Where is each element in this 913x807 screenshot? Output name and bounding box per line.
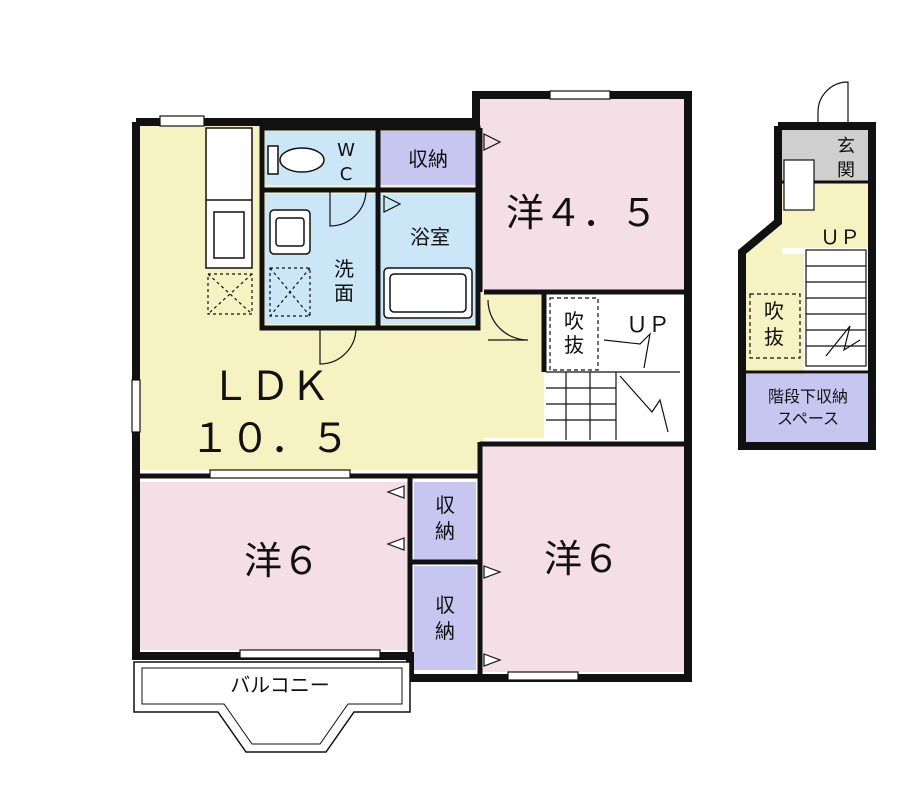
stair-area bbox=[544, 294, 680, 440]
storage-mid-1 bbox=[414, 482, 476, 560]
washer-space bbox=[269, 267, 311, 317]
entrance-label-1: 玄 bbox=[837, 136, 855, 157]
storage-top-label: 収納 bbox=[408, 147, 448, 171]
storage-mid-1-label-1: 収 bbox=[435, 493, 455, 517]
void-main-label-1: 吹 bbox=[564, 309, 584, 333]
balcony-inner bbox=[141, 667, 403, 745]
kitchen-counter bbox=[205, 127, 253, 269]
wash-basin bbox=[269, 209, 311, 255]
storage-mid-2-label-2: 納 bbox=[435, 619, 455, 643]
storage-mid-1-label-2: 納 bbox=[435, 519, 455, 543]
balcony-label: バルコニー bbox=[230, 673, 330, 697]
under-stair-storage-label-1: 階段下収納 bbox=[768, 387, 848, 406]
ldk-corridor bbox=[484, 288, 544, 438]
first-floor-void-label-1: 吹 bbox=[764, 299, 784, 323]
western-room-45 bbox=[480, 99, 684, 290]
toilet-fixture bbox=[267, 145, 325, 175]
bathtub bbox=[383, 267, 473, 319]
void-main-label-2: 抜 bbox=[564, 333, 584, 357]
door-swings bbox=[319, 133, 529, 365]
entrance-label-2: 関 bbox=[837, 160, 855, 181]
bath-label: 浴室 bbox=[410, 225, 450, 249]
washroom-label-2: 面 bbox=[334, 281, 354, 305]
storage-mid-2 bbox=[414, 566, 476, 670]
first-floor-walls bbox=[738, 122, 876, 450]
wc-label-2: C bbox=[340, 164, 353, 185]
western-room-6-left bbox=[140, 482, 408, 650]
main-staircase bbox=[546, 297, 680, 440]
wc-label-1: W bbox=[337, 140, 355, 161]
first-floor-stairs-label: ＵＰ bbox=[820, 225, 860, 249]
western-45-label: 洋４．５ bbox=[506, 191, 658, 235]
first-floor-void-label-2: 抜 bbox=[764, 325, 784, 349]
room-door-marks bbox=[386, 485, 502, 667]
fridge-space bbox=[207, 273, 253, 315]
stairs-main-label: ＵＰ bbox=[626, 313, 670, 338]
ldk-label-2: １０．５ bbox=[190, 416, 350, 462]
ldk-label-1: ＬＤＫ bbox=[210, 364, 330, 410]
first-floor-void bbox=[746, 254, 804, 374]
first-floor-details bbox=[742, 81, 872, 374]
washroom-label-1: 洗 bbox=[334, 257, 354, 281]
western-6-left-label: 洋６ bbox=[244, 539, 320, 583]
windows bbox=[131, 90, 611, 681]
under-stair-storage-area bbox=[746, 374, 868, 442]
balcony bbox=[133, 661, 411, 753]
storage-mid-2-label-1: 収 bbox=[435, 593, 455, 617]
western-6-right-label: 洋６ bbox=[544, 537, 620, 581]
western-room-6-right bbox=[480, 446, 684, 672]
storage-top bbox=[380, 131, 476, 185]
under-stair-storage-label-2: スペース bbox=[777, 409, 839, 428]
